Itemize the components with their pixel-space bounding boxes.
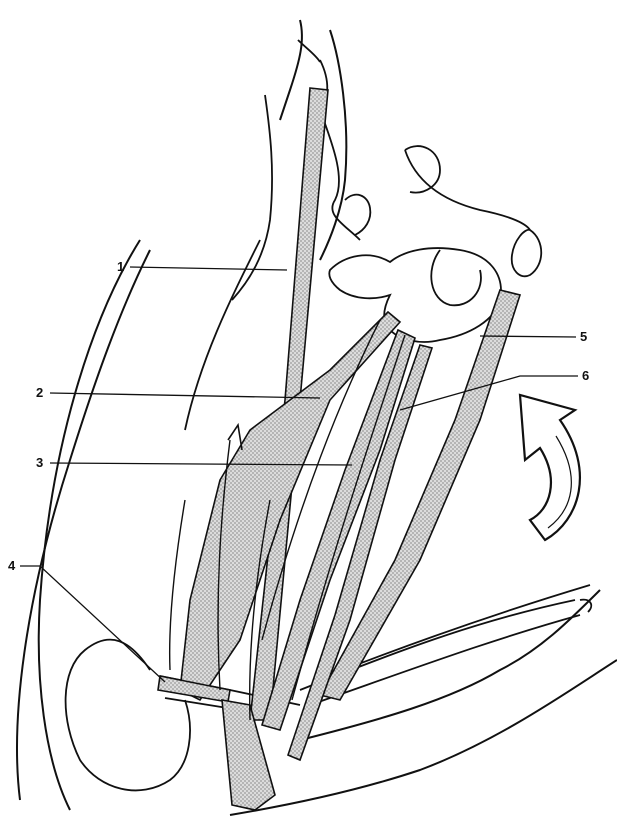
muscle-bands bbox=[158, 88, 520, 810]
label-3: 3 bbox=[36, 455, 43, 470]
leader-1 bbox=[130, 267, 287, 270]
label-2: 2 bbox=[36, 385, 43, 400]
curved-arrow-icon bbox=[520, 395, 580, 540]
leader-3 bbox=[50, 463, 352, 465]
label-5: 5 bbox=[580, 329, 587, 344]
label-4: 4 bbox=[8, 558, 16, 573]
label-1: 1 bbox=[117, 259, 124, 274]
label-6: 6 bbox=[582, 368, 589, 383]
